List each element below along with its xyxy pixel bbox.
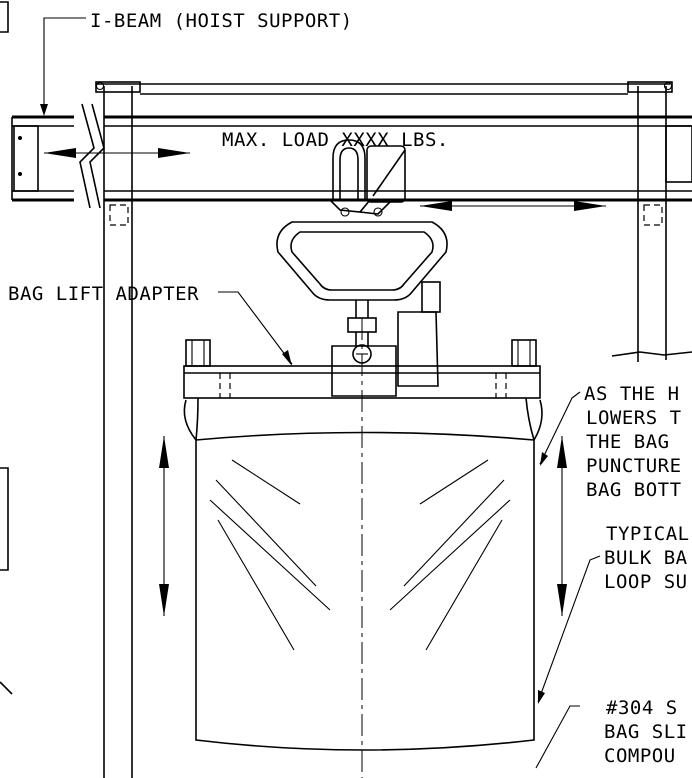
bulk-bag (183, 397, 543, 751)
left-edge-fragments (0, 1, 13, 695)
typical-note-line-2: BULK BA (604, 547, 688, 569)
hoist-note-line-5: BAG BOTT (586, 479, 682, 501)
bag-lift-adapter-label: BAG LIFT ADAPTER (8, 283, 199, 305)
max-load-label: MAX. LOAD XXXX LBS. (222, 129, 449, 151)
leader-lines (40, 17, 601, 769)
hoist-note-line-3: THE BAG (586, 431, 670, 453)
i-beam (11, 103, 692, 215)
hoist-note-line-2: LOWERS T (586, 407, 682, 429)
hoist-note-line-4: PUNCTURE (586, 455, 682, 477)
steel-note-line-2: BAG SLI (604, 721, 688, 743)
hoist-note-line-1: AS THE H (584, 383, 680, 405)
typical-note-line-1: TYPICAL (606, 523, 690, 545)
typical-note-line-3: LOOP SU (604, 571, 688, 593)
i-beam-label: I-BEAM (HOIST SUPPORT) (90, 10, 353, 32)
right-column (611, 81, 692, 362)
left-column (95, 81, 133, 778)
travel-arrows (44, 148, 606, 616)
top-rail (95, 81, 673, 95)
trolley-hook (329, 139, 406, 217)
steel-note-line-3: COMPOU (604, 745, 676, 767)
steel-note-line-1: #304 S (606, 697, 678, 719)
